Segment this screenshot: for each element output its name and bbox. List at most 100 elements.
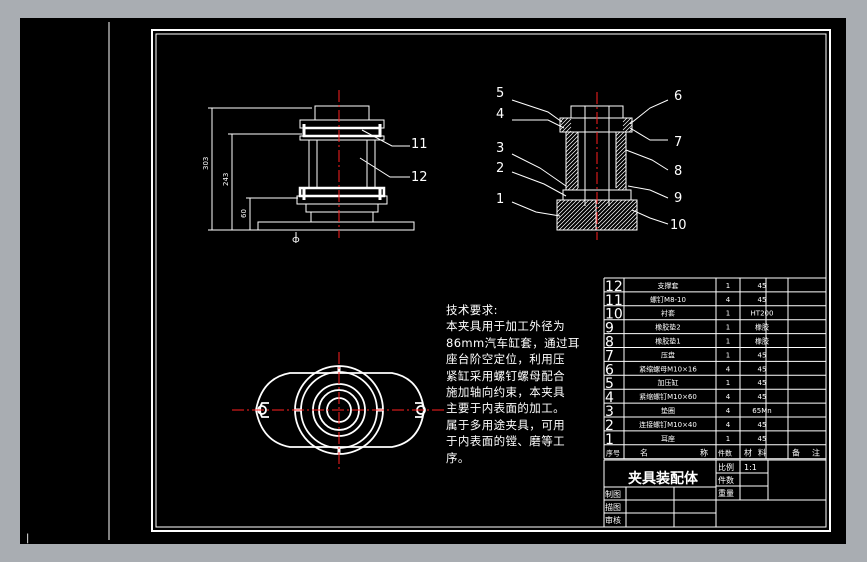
hatch-line: [567, 179, 579, 191]
hatch-line: [615, 145, 627, 157]
part-name: 连接螺钉M10×40: [639, 420, 697, 429]
section-hatching: [556, 117, 638, 231]
hatch-line: [559, 117, 569, 127]
balloon-8: 8: [674, 164, 682, 179]
dim-303: 303: [202, 157, 210, 170]
drawing-canvas[interactable]: [20, 18, 846, 544]
part-number: 5: [605, 376, 614, 392]
tech-req-line: 本夹具用于加工外径为: [446, 319, 565, 334]
balloon-7: 7: [674, 135, 682, 150]
count-label: 件数: [718, 475, 734, 485]
hatch-line: [611, 204, 638, 231]
hatch-line: [597, 199, 615, 217]
part-qty: 1: [726, 379, 730, 387]
part-number: 11: [605, 293, 623, 309]
status-cursor-mark: |: [26, 533, 29, 544]
hatch-line: [607, 200, 638, 231]
hatch-line: [558, 199, 590, 231]
balloon-4: 4: [496, 107, 504, 122]
hatch-line: [621, 185, 627, 191]
part-material: 45: [758, 351, 767, 359]
hatch-line: [615, 157, 627, 169]
hatch-line: [565, 126, 572, 133]
part-number: 12: [605, 279, 623, 295]
balloon-5: 5: [496, 86, 504, 101]
hatch-line: [565, 131, 579, 145]
hatch-line: [615, 149, 627, 161]
part-qty: 1: [726, 351, 730, 359]
part-name: 垫圈: [661, 406, 675, 415]
hatch-line: [597, 199, 611, 213]
part-name: 耳座: [661, 434, 675, 443]
hatch-line: [565, 131, 571, 137]
drawing-title: 夹具装配体: [628, 470, 699, 487]
hatch-line: [599, 199, 631, 231]
part-material: 橡胶: [755, 323, 769, 332]
part-material: 45: [758, 435, 767, 443]
hatch-line: [615, 173, 627, 185]
part-qty: 1: [726, 282, 730, 290]
scale-value: 1:1: [744, 463, 757, 472]
hatch-line: [578, 212, 597, 231]
part-number: 2: [605, 418, 614, 434]
dim-243: 243: [222, 173, 230, 186]
part-number: 3: [605, 404, 614, 420]
tech-req-line: 属于多用途夹具，可用: [446, 417, 565, 432]
tech-req-line: 于内表面的镗、磨等工: [446, 434, 565, 449]
hatch-line: [582, 216, 597, 231]
part-qty: 4: [726, 365, 731, 373]
part-name: 衬套: [661, 309, 675, 318]
hatch-line: [615, 131, 625, 141]
tech-req-line: 座台阶空定位，利用压: [446, 352, 565, 367]
hatch-line: [565, 143, 579, 157]
hatch-line: [565, 151, 579, 165]
header-name: 名: [640, 448, 648, 458]
part-qty: 1: [726, 435, 730, 443]
part-number: 9: [605, 321, 614, 337]
hatch-line: [559, 118, 572, 131]
hatch-line: [603, 199, 635, 231]
part-name: 加压缸: [658, 378, 679, 387]
hatch-line: [622, 117, 628, 123]
hatch-line: [565, 167, 579, 181]
balloon-1: 1: [496, 192, 504, 207]
part-name: 螺钉M8-10: [650, 295, 686, 304]
front-view: [208, 105, 415, 240]
part-number: 4: [605, 390, 614, 406]
part-material: HT200: [751, 310, 774, 318]
balloon-10: 10: [670, 218, 687, 233]
hatch-line: [556, 199, 574, 217]
part-qty: 1: [726, 324, 730, 332]
part-qty: 4: [726, 296, 731, 304]
hatch-line: [615, 141, 627, 153]
hatch-line: [562, 199, 594, 231]
dim-60: 60: [240, 209, 248, 218]
hatch-line: [556, 199, 586, 229]
hatch-line: [615, 137, 627, 149]
part-material: 45: [758, 282, 767, 290]
tech-req-line: 序。: [446, 450, 470, 465]
hatch-line: [597, 199, 607, 209]
hatch-line: [574, 208, 597, 231]
hatch-line: [597, 199, 603, 205]
part-number: 6: [605, 362, 614, 378]
hatch-line: [556, 199, 582, 225]
hatch-line: [597, 199, 623, 225]
part-qty: 4: [726, 421, 731, 429]
hatch-line: [590, 224, 597, 231]
tech-req-line: 施加轴向约束，本夹具: [446, 385, 565, 400]
part-qty: 1: [726, 310, 730, 318]
part-name: 紧缩螺母M10×16: [639, 364, 697, 373]
hatch-line: [619, 212, 638, 231]
hatch-line: [556, 199, 562, 205]
part-number: 10: [605, 307, 623, 323]
hatch-line: [556, 199, 570, 213]
hatch-line: [571, 183, 579, 191]
hatch-line: [627, 220, 638, 231]
hatch-line: [575, 187, 579, 191]
header-qty: 件数: [718, 449, 732, 458]
hatch-line: [565, 139, 579, 153]
header-no: 序号: [606, 449, 620, 458]
